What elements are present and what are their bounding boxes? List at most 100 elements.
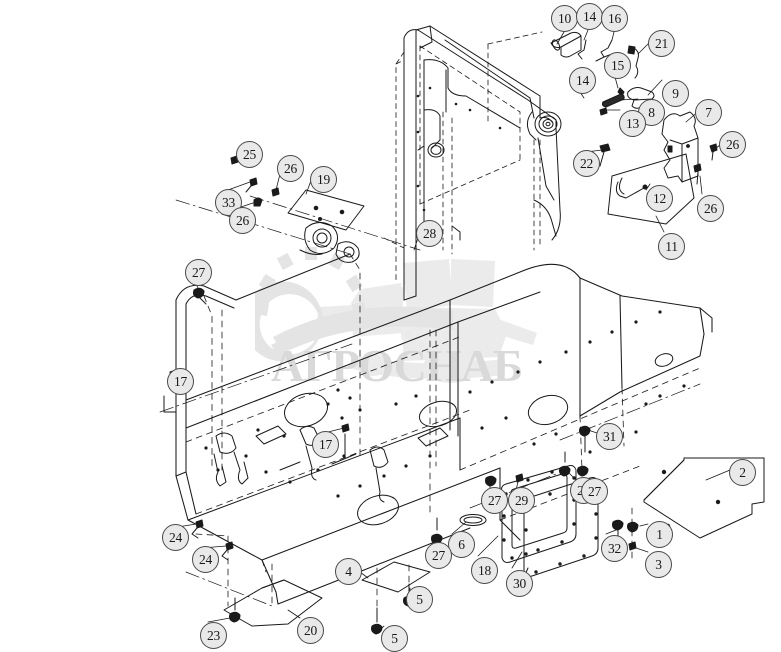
callout-number: 13: [626, 115, 639, 131]
part-7-bracket: [661, 111, 699, 183]
callout-number: 26: [284, 160, 297, 176]
callout-number: 7: [705, 104, 712, 120]
callout-bubble-19[interactable]: 19: [310, 166, 337, 193]
callout-bubble-24[interactable]: 24: [192, 546, 219, 573]
part-6-gasket-ring: [459, 514, 487, 526]
callout-bubble-26[interactable]: 26: [697, 195, 724, 222]
rivet-dots: [416, 86, 502, 212]
part-20-floor-plate: [223, 579, 323, 627]
callout-bubble-7[interactable]: 7: [695, 99, 722, 126]
callout-bubble-4[interactable]: 4: [335, 558, 362, 585]
callout-bubble-13[interactable]: 13: [619, 110, 646, 137]
callout-number: 28: [423, 225, 436, 241]
callout-bubble-5[interactable]: 5: [381, 625, 408, 652]
part-33-washer: [245, 177, 258, 193]
callout-bubble-5[interactable]: 5: [406, 586, 433, 613]
callout-bubble-10[interactable]: 10: [551, 5, 578, 32]
callout-number: 27: [488, 492, 501, 508]
callout-number: 23: [207, 627, 220, 643]
callout-number: 8: [648, 104, 655, 120]
callout-bubble-2[interactable]: 2: [729, 459, 756, 486]
callout-number: 17: [174, 373, 187, 389]
callout-number: 16: [608, 10, 621, 26]
part-24-bolt-a: [191, 519, 204, 539]
part-26-bolt-d: [253, 197, 263, 207]
callout-number: 22: [580, 155, 593, 171]
part-18-gasket: [501, 465, 577, 563]
part-2-floor-plate: [643, 457, 765, 539]
part-27-bolt-mid: [485, 475, 497, 487]
part-1-bolt: [627, 521, 639, 533]
part-26-bolt-a: [709, 143, 718, 161]
part-27-bolt-right-b: [577, 465, 589, 477]
callout-bubble-21[interactable]: 21: [648, 30, 675, 57]
callout-bubble-20[interactable]: 20: [297, 617, 324, 644]
callout-bubble-11[interactable]: 11: [658, 233, 685, 260]
callout-bubble-14[interactable]: 14: [569, 67, 596, 94]
callout-number: 21: [655, 35, 668, 51]
callout-number: 20: [304, 622, 317, 638]
callout-bubble-27[interactable]: 27: [185, 259, 212, 286]
part-14-bolt-upper: [577, 39, 587, 60]
part-22-pin: [599, 143, 611, 167]
part-23-bolt: [229, 597, 241, 623]
callout-bubble-32[interactable]: 32: [601, 535, 628, 562]
part-27-bolt-upper-left: [193, 287, 207, 305]
callout-bubble-22[interactable]: 22: [573, 150, 600, 177]
callout-number: 32: [608, 540, 621, 556]
callout-bubble-3[interactable]: 3: [645, 551, 672, 578]
part-31-nut: [579, 425, 591, 453]
callout-number: 25: [243, 146, 256, 162]
callout-number: 27: [192, 264, 205, 280]
part-4-small-plate: [361, 561, 431, 593]
part-5-bolt-b: [371, 607, 383, 635]
main-chassis-body: [175, 253, 713, 605]
callout-bubble-27[interactable]: 27: [581, 478, 608, 505]
part-19-mounting-plate: [287, 189, 365, 231]
callout-bubble-15[interactable]: 15: [604, 52, 631, 79]
callout-bubble-31[interactable]: 31: [596, 423, 623, 450]
callout-bubble-12[interactable]: 12: [646, 185, 673, 212]
chassis-hidden-lines: [185, 253, 701, 573]
callout-bubble-26[interactable]: 26: [229, 207, 256, 234]
callout-bubble-28[interactable]: 28: [416, 220, 443, 247]
callout-bubble-26[interactable]: 26: [277, 155, 304, 182]
callout-number: 26: [704, 200, 717, 216]
upper-frame-assembly: [403, 25, 562, 301]
callout-number: 6: [458, 536, 465, 552]
pivot-hub-cluster: [299, 222, 360, 263]
callout-number: 2: [739, 464, 746, 480]
part-26-bolt-b: [693, 163, 702, 185]
part-8-rod: [601, 93, 625, 108]
callout-bubble-16[interactable]: 16: [601, 5, 628, 32]
callout-number: 29: [515, 492, 528, 508]
callout-bubble-25[interactable]: 25: [236, 141, 263, 168]
callout-bubble-29[interactable]: 29: [508, 487, 535, 514]
callout-bubble-23[interactable]: 23: [200, 622, 227, 649]
callout-bubble-9[interactable]: 9: [662, 80, 689, 107]
callout-bubble-14[interactable]: 14: [576, 3, 603, 30]
callout-bubble-30[interactable]: 30: [506, 570, 533, 597]
callout-number: 10: [558, 10, 571, 26]
part-26-bolt-c: [271, 187, 280, 197]
hidden-edges-mast: [383, 31, 543, 281]
callout-bubble-17[interactable]: 17: [167, 368, 194, 395]
part-11-plate: [607, 153, 695, 225]
callout-bubble-27[interactable]: 27: [425, 542, 452, 569]
callout-number: 14: [583, 8, 596, 24]
callout-number: 4: [345, 563, 352, 579]
callout-number: 5: [416, 591, 423, 607]
callout-bubble-1[interactable]: 1: [646, 521, 673, 548]
callout-number: 17: [319, 436, 332, 452]
callout-bubble-24[interactable]: 24: [162, 524, 189, 551]
callout-number: 31: [603, 428, 616, 444]
callout-bubble-17[interactable]: 17: [312, 431, 339, 458]
callout-number: 30: [513, 575, 526, 591]
callout-bubble-26[interactable]: 26: [719, 131, 746, 158]
callout-bubble-6[interactable]: 6: [448, 531, 475, 558]
callout-number: 27: [588, 483, 601, 499]
part-24-bolt-b: [221, 541, 234, 561]
callout-bubble-18[interactable]: 18: [471, 557, 498, 584]
callout-bubble-27[interactable]: 27: [481, 487, 508, 514]
